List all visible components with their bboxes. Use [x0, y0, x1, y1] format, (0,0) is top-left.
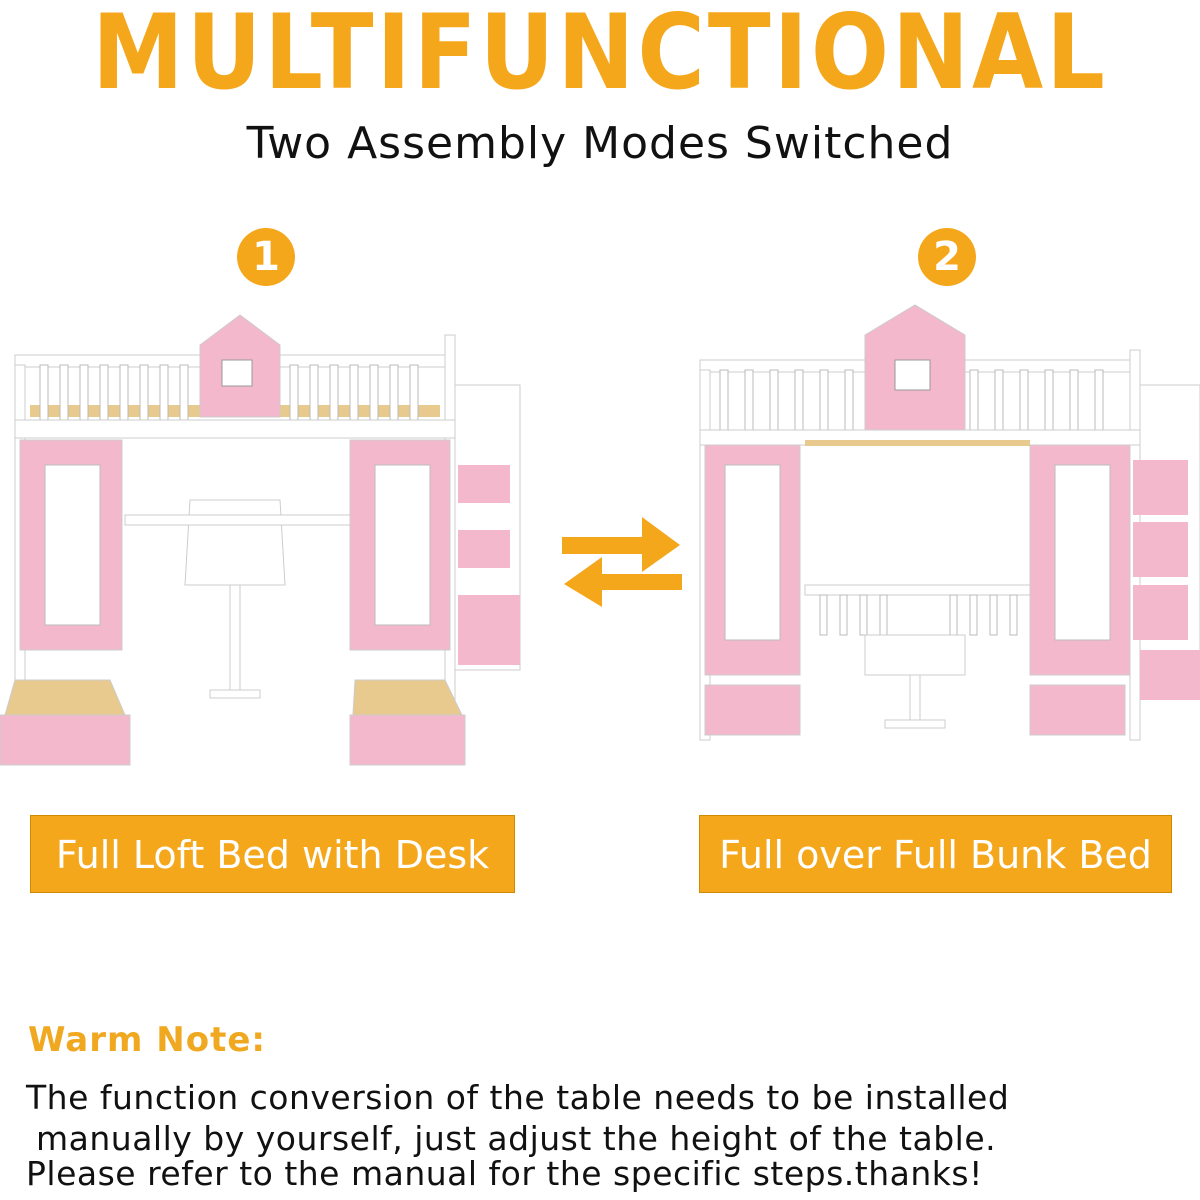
- full-over-full-bunk-bed-image: [699, 304, 1200, 741]
- note-line: The function conversion of the table nee…: [26, 1078, 1010, 1117]
- mode-2-number-badge: 2: [918, 228, 976, 286]
- swap-arrows-icon: [562, 517, 682, 607]
- loft-bed-with-desk-image: [0, 314, 521, 766]
- mode-1-label: Full Loft Bed with Desk: [30, 815, 515, 893]
- page-title: MULTIFUNCTIONAL: [92, 0, 1108, 113]
- note-line: manually by yourself, just adjust the he…: [36, 1119, 997, 1158]
- note-line: Please refer to the manual for the speci…: [26, 1154, 983, 1193]
- mode-1-number-badge: 1: [237, 228, 295, 286]
- mode-2-label: Full over Full Bunk Bed: [699, 815, 1172, 893]
- warm-note-title: Warm Note:: [28, 1020, 266, 1060]
- page-subtitle: Two Assembly Modes Switched: [246, 118, 954, 169]
